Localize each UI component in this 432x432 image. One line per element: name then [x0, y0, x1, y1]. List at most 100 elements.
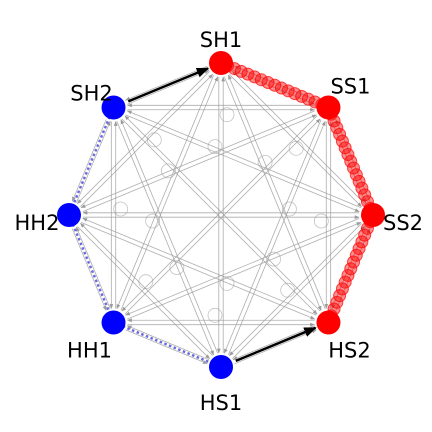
bead-sh1-ss1	[254, 73, 268, 87]
node-label-ss2: SS2	[383, 211, 423, 235]
bead-ss2-hs2	[344, 262, 358, 276]
node-label-hs2: HS2	[328, 338, 370, 362]
bead-ss1-ss2	[344, 154, 358, 168]
self-loop-sh2	[160, 163, 176, 179]
bead-ss2-hs2	[349, 248, 363, 262]
edge-ss2-to-hs2	[331, 226, 366, 310]
node-hs1	[209, 355, 233, 379]
edge-sh2-to-hs1	[116, 121, 214, 356]
bead-sh1-ss1	[261, 75, 275, 89]
edge-hs2-to-hh2	[82, 217, 317, 316]
self-loop-markers	[113, 107, 329, 323]
self-loop-ss2	[281, 201, 297, 217]
node-label-hs1: HS1	[200, 391, 242, 415]
edge-sh2-to-hs2	[121, 118, 318, 315]
edge-hh2-to-hs1	[77, 226, 210, 359]
edge-hs1-to-sh2	[120, 119, 219, 354]
bead-ss1-ss2	[358, 188, 372, 202]
edge-hs1-to-ss1	[228, 120, 326, 356]
edge-hh1-to-ss2	[127, 222, 362, 320]
edge-hs1-to-hh1	[126, 325, 210, 360]
edge-hh2-to-sh2	[76, 120, 111, 204]
bead-ss1-ss2	[349, 168, 363, 182]
self-loop-sh1	[207, 139, 223, 155]
edge-hh2-to-sh1	[80, 74, 213, 207]
bead-ss2-hs2	[347, 255, 361, 269]
bead-sh1-ss1	[268, 78, 282, 92]
bead-ss1-ss2	[335, 134, 349, 148]
bead-sh1-ss1	[301, 92, 315, 106]
bead-sh1-ss1	[281, 84, 295, 98]
bead-ss1-ss2	[330, 121, 344, 135]
node-hs2	[316, 310, 341, 335]
bead-ss2-hs2	[355, 235, 369, 249]
node-hh2	[57, 203, 81, 227]
edge-hs2-to-hs1	[232, 325, 315, 360]
self-loop-sh2	[146, 132, 162, 148]
edge-hs1-to-hh2	[80, 223, 213, 356]
self-loop-hs2	[266, 251, 282, 267]
self-loop-ss1	[288, 140, 304, 156]
edge-ss2-to-hs1	[229, 223, 362, 356]
bead-chains	[221, 59, 377, 323]
node-label-ss1: SS1	[330, 75, 370, 99]
dotted-link-hh1-hs1	[113, 321, 222, 369]
edge-hs1-to-ss2	[232, 226, 365, 359]
edge-hs2-to-sh2	[124, 115, 321, 312]
bead-sh1-ss1	[274, 81, 288, 95]
edge-hh1-to-ss1	[124, 118, 321, 315]
bead-ss2-hs2	[335, 282, 349, 296]
bead-ss1-ss2	[347, 161, 361, 175]
edge-sh2-to-hh2	[71, 119, 107, 202]
edge-ss1-to-hh1	[121, 115, 318, 312]
node-sh1	[209, 51, 233, 75]
edge-ss1-to-hs1	[223, 119, 322, 354]
edge-ss1-to-ss2	[331, 121, 366, 204]
edge-sh1-to-hh1	[116, 74, 214, 310]
edge-ss2-to-hh1	[125, 217, 360, 316]
bead-sh1-ss1	[288, 87, 302, 101]
edge-ss2-to-ss1	[335, 119, 371, 202]
edge-ss1-to-sh1	[234, 65, 317, 101]
bead-sh1-ss1	[241, 67, 255, 81]
edge-hh2-to-hh1	[71, 228, 107, 311]
dotted-link-sh2-hh2	[67, 107, 115, 216]
bead-ss2-hs2	[330, 295, 344, 309]
node-label-sh1: SH1	[200, 28, 242, 52]
self-loop-hh1	[169, 260, 185, 276]
transition-edges	[71, 65, 371, 365]
bead-sh1-ss1	[248, 70, 262, 84]
edge-hh2-to-ss1	[82, 114, 317, 213]
edge-hh2-to-hs2	[80, 222, 316, 320]
bead-ss2-hs2	[352, 242, 366, 256]
bead-sh1-ss1	[295, 89, 309, 103]
edge-hs2-to-ss2	[335, 228, 371, 311]
self-loop-hh2	[145, 213, 161, 229]
node-label-hh2: HH2	[15, 211, 60, 235]
bead-ss1-ss2	[338, 141, 352, 155]
edge-sh1-to-hs2	[223, 76, 322, 311]
highlighted-arrow-sh2-to-sh1	[127, 67, 210, 103]
dotted-links	[67, 107, 222, 369]
edge-hh1-to-hh2	[76, 226, 111, 309]
edge-ss2-to-sh2	[126, 110, 362, 208]
self-loop-hs2	[280, 282, 296, 298]
bead-ss2-hs2	[358, 228, 372, 242]
bead-ss2-hs2	[333, 289, 347, 303]
node-sh2	[101, 95, 126, 120]
node-label-hh1: HH1	[67, 338, 112, 362]
bead-ss1-ss2	[352, 174, 366, 188]
node-label-sh2: SH2	[70, 82, 112, 106]
edge-sh1-to-hh2	[77, 71, 210, 204]
edge-sh1-to-sh2	[125, 65, 208, 101]
edge-sh2-to-sh1	[127, 70, 210, 105]
edge-hh1-to-sh1	[120, 76, 219, 311]
self-loop-hh1	[138, 274, 154, 290]
bead-ss2-hs2	[338, 275, 352, 289]
edge-hs2-to-sh1	[228, 74, 326, 309]
edge-hs1-to-hs2	[234, 329, 317, 365]
bead-ss1-ss2	[355, 181, 369, 195]
edge-ss2-to-sh1	[232, 71, 365, 204]
